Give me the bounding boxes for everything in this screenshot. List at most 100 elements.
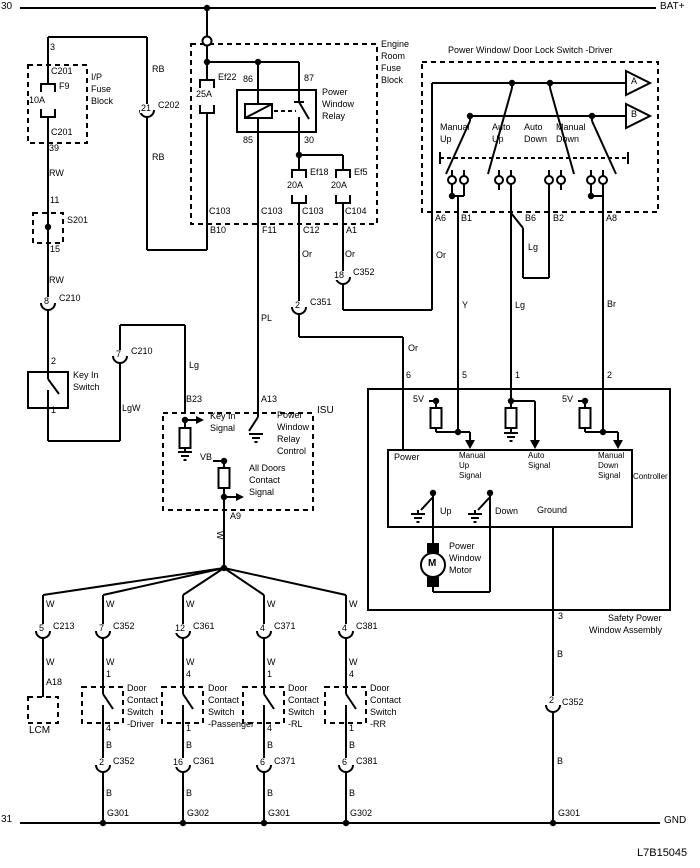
isu-relay-control-2: Window (277, 422, 310, 432)
arrow-key-in-signal (196, 416, 204, 424)
isu-alldoors-3: Signal (249, 487, 275, 497)
door-driver-2: Contact (127, 695, 159, 705)
rail-31-label: 31 (1, 814, 13, 825)
pin-a8: A8 (606, 213, 618, 223)
pin-b10: B10 (210, 225, 227, 235)
conn-c103-f11-name: C103 (261, 206, 283, 216)
sw-auto-down-1: Auto (524, 122, 543, 132)
ctl-down: Down (495, 506, 519, 516)
isu-box (162, 412, 314, 511)
pin-b2: B2 (553, 213, 565, 223)
lcm-name: LCM (29, 725, 51, 736)
pin-door-passenger-top: 4 (186, 669, 192, 679)
door-rl-1: Door (288, 683, 308, 693)
pin-3-ip: 3 (50, 42, 56, 52)
contact-manual-up-r (459, 175, 469, 185)
wire-b-driver-1: B (106, 740, 113, 750)
conn-c352-18-name: C352 (353, 267, 375, 277)
sw-manual-down-2: Down (556, 134, 580, 144)
conn-c103-b10-name: C103 (209, 206, 231, 216)
ground-g301-right: G301 (558, 808, 581, 818)
pin-15: 15 (50, 244, 61, 254)
ctl-manual-down-1: Manual (598, 451, 625, 460)
ctl-auto-2: Signal (528, 461, 551, 470)
door-passenger-1: Door (208, 683, 228, 693)
wire-b-right-1: B (557, 649, 564, 659)
pin-2-keyin: 2 (51, 356, 57, 366)
conn-c381-4-pin: 4 (341, 623, 349, 634)
wire-w-top-5: W (349, 599, 358, 609)
wire-b-rr-2: B (349, 788, 356, 798)
rail-gnd-label: GND (664, 815, 687, 826)
wire-w-top-4: W (267, 599, 276, 609)
relay-name-1: Power (322, 87, 348, 97)
output-b: B (631, 109, 638, 119)
switch-driver-title: Power Window/ Door Lock Switch -Driver (448, 45, 613, 55)
contact-auto-down-l (544, 175, 554, 185)
ground-g302-rr: G302 (350, 808, 373, 818)
motor-name-3: Motor (449, 565, 473, 575)
pin-1: 1 (515, 370, 521, 380)
conn-c210-7-pin: 7 (115, 349, 123, 360)
conn-c351-pin: 2 (294, 300, 302, 311)
door-rr-1: Door (370, 683, 390, 693)
wire-w-rl: W (267, 657, 276, 667)
engine-fuse-block-box (190, 43, 378, 225)
engine-block-inlet-circle (201, 35, 213, 47)
wire-w-top-3: W (186, 599, 195, 609)
resistor-5v-right (578, 407, 592, 429)
pin-b6: B6 (525, 213, 537, 223)
ip-block-line-3: Block (91, 96, 114, 106)
door-rr-2: Contact (370, 695, 402, 705)
motor-name-2: Window (449, 553, 482, 563)
pin-11: 11 (50, 195, 60, 205)
pin-f11: F11 (262, 225, 277, 235)
wire-w-lcm: W (46, 657, 55, 667)
motor-name-1: Power (449, 541, 475, 551)
wire-or-2: Or (345, 249, 355, 259)
conn-c352-2-pin: 2 (98, 757, 106, 768)
pin-door-rl-top: 1 (267, 669, 273, 679)
door-passenger-4: -Passenger (208, 719, 255, 729)
output-triangles (625, 69, 653, 130)
ctl-manual-up-3: Signal (459, 471, 482, 480)
lcm-box (27, 696, 59, 724)
supply-5v-left: 5V (413, 394, 425, 404)
fuse-f9-rating: 10A (29, 95, 46, 105)
pin-door-passenger-bot: 1 (186, 723, 192, 733)
contact-manual-up-l (447, 175, 457, 185)
conn-c381-6-pin: 6 (341, 757, 349, 768)
conn-c381-4-name: C381 (356, 621, 378, 631)
conn-c352-18-pin: 18 (333, 270, 346, 281)
wire-b-rl-2: B (267, 788, 274, 798)
relay-pin-87: 87 (304, 73, 315, 83)
fuse-ef18-label: Ef18 (310, 167, 329, 177)
pin-c12: C12 (303, 225, 320, 235)
pin-39: 39 (49, 143, 60, 153)
ground-g302-passenger: G302 (187, 808, 210, 818)
mechanical-links (274, 110, 628, 159)
conn-c352-7-name: C352 (113, 621, 135, 631)
wire-b-rl-1: B (267, 740, 274, 750)
fuse-f9-label: F9 (59, 81, 70, 91)
wire-rw-1: RW (49, 168, 64, 178)
pin-door-rl-bot: 4 (267, 723, 273, 733)
resistor-isu-vb (217, 467, 231, 489)
conn-c361-12-pin: 12 (174, 623, 187, 634)
isu-relay-control-1: Power (277, 410, 303, 420)
conn-c210-7-name: C210 (131, 346, 153, 356)
wire-br: Br (607, 299, 616, 309)
pin-a1: A1 (346, 225, 358, 235)
wire-b-driver-2: B (106, 788, 113, 798)
wire-lg-2: Lg (515, 300, 526, 310)
conn-c361-12-name: C361 (193, 621, 215, 631)
arrow-manual-down-signal (613, 440, 623, 449)
sw-manual-down-1: Manual (556, 122, 586, 132)
supply-5v-right: 5V (562, 394, 574, 404)
pin-door-rr-bot: 1 (349, 723, 355, 733)
fuse-ef22-rating: 25A (196, 89, 213, 99)
arrow-alldoors-signal (236, 493, 244, 501)
fuse-ef5-label: Ef5 (354, 167, 368, 177)
ctl-manual-up-2: Up (459, 461, 470, 470)
wires (20, 7, 660, 824)
